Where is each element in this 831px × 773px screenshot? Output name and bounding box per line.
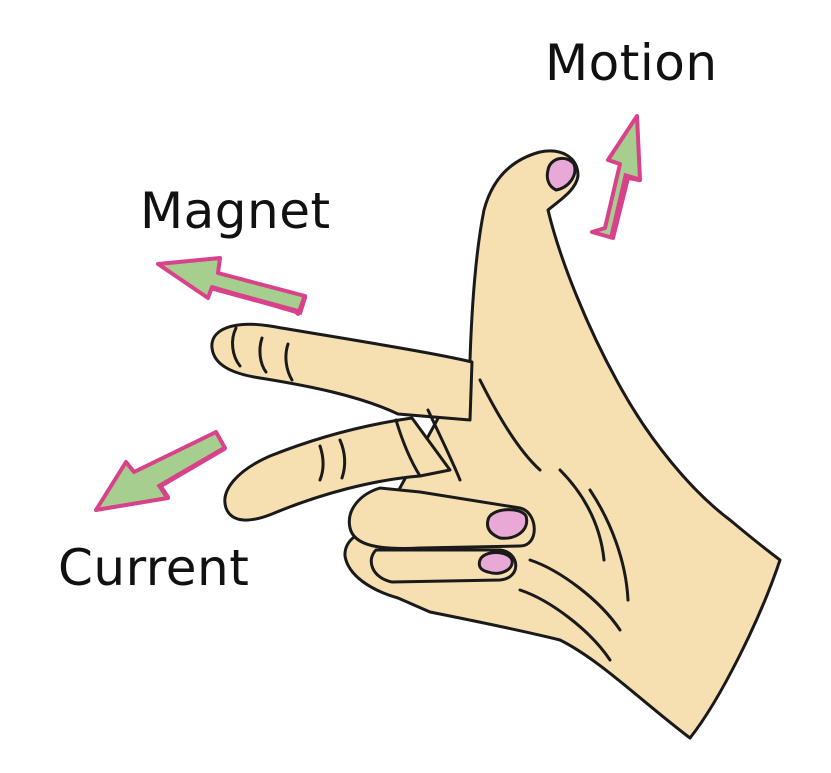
magnet-arrow-icon (158, 258, 305, 314)
magnet-label: Magnet (140, 186, 331, 236)
motion-arrow-icon (592, 116, 640, 238)
current-label: Current (58, 543, 249, 593)
motion-label: Motion (545, 38, 718, 88)
current-arrow-icon (96, 432, 225, 510)
